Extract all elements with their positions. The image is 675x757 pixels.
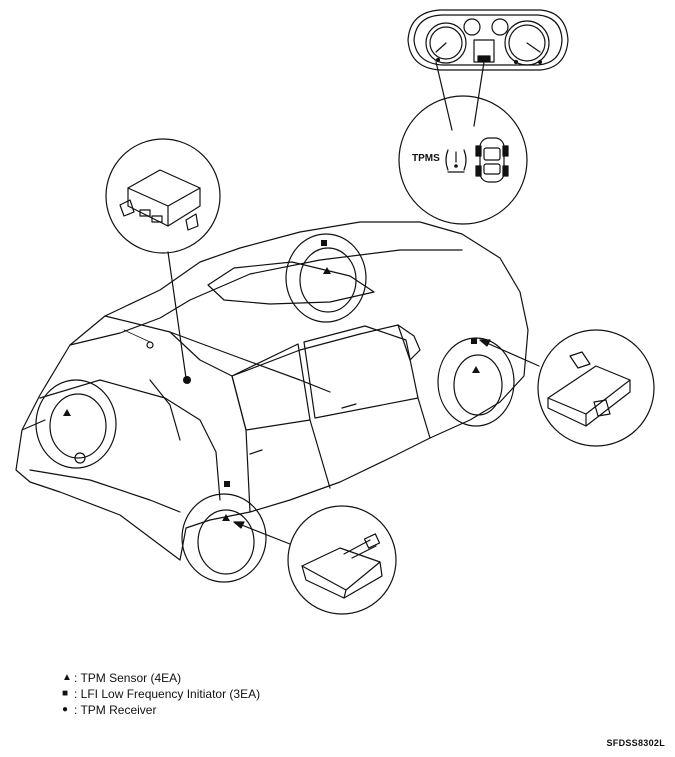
figure-code: SFDSS8302L <box>606 738 665 748</box>
tire-pressure-warning-icon <box>445 149 467 173</box>
wheel-rear-right <box>181 493 267 583</box>
legend: ▲ : TPM Sensor (4EA) ■ : LFI Low Frequen… <box>62 670 260 718</box>
tpm-sensor-marker <box>63 409 71 416</box>
legend-text: : TPM Receiver <box>74 703 157 717</box>
legend-text: : TPM Sensor (4EA) <box>74 671 182 685</box>
tpm-receiver-callout <box>105 138 221 254</box>
wheel-front-right <box>437 337 515 427</box>
legend-item-lf-initiator: ■ : LFI Low Frequency Initiator (3EA) <box>62 686 260 702</box>
tpm-sensor-marker <box>472 366 480 373</box>
tpm-sensor-callout <box>287 505 397 615</box>
tpm-sensor-marker <box>222 514 230 521</box>
lf-initiator-module-icon <box>547 351 631 427</box>
tpm-receiver-module-icon <box>119 169 201 231</box>
legend-item-tpm-sensor: ▲ : TPM Sensor (4EA) <box>62 670 260 686</box>
tpm-receiver-marker <box>183 376 191 384</box>
tpms-warning-callout <box>398 95 528 225</box>
instrument-cluster-icon <box>407 9 569 71</box>
wheel-front-left <box>285 233 367 323</box>
tpm-sensor-valve-icon <box>301 533 383 599</box>
tpm-sensor-marker <box>323 267 331 274</box>
tpms-label: TPMS <box>412 153 440 164</box>
triangle-icon: ▲ <box>62 672 72 683</box>
lf-initiator-marker <box>471 338 477 344</box>
vehicle-outline <box>15 221 529 561</box>
legend-item-tpm-receiver: ● : TPM Receiver <box>62 702 260 718</box>
lf-initiator-marker <box>224 481 230 487</box>
lf-initiator-callout <box>537 329 655 447</box>
square-icon: ■ <box>62 688 69 699</box>
lf-initiator-marker <box>321 240 327 246</box>
dot-icon: ● <box>62 704 69 715</box>
car-top-view-icon <box>475 137 509 183</box>
legend-text: : LFI Low Frequency Initiator (3EA) <box>74 687 261 701</box>
wheel-rear-left <box>35 379 117 469</box>
